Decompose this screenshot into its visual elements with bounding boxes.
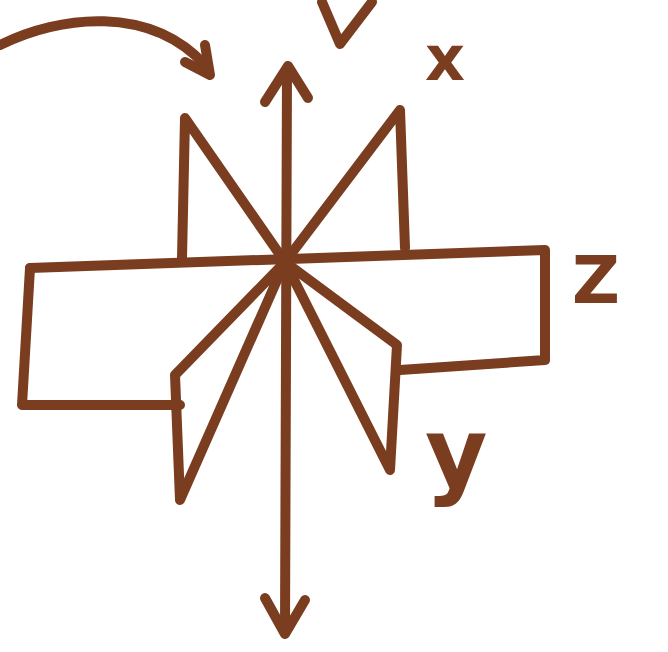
- axis-label: x: [425, 28, 465, 90]
- check-mark: [322, 2, 372, 44]
- arrow-head: [265, 598, 305, 634]
- curved-arrow: [0, 21, 205, 65]
- upper-plane: [182, 110, 405, 262]
- axis-label: Z: [572, 248, 620, 314]
- arrow-head: [185, 45, 210, 75]
- lower-plane: [175, 262, 285, 500]
- arrow-head: [265, 66, 308, 102]
- axis-label: y: [425, 405, 488, 501]
- horizontal-plane: [22, 268, 180, 405]
- lower-plane: [285, 262, 397, 470]
- vertical-axis: [285, 70, 287, 630]
